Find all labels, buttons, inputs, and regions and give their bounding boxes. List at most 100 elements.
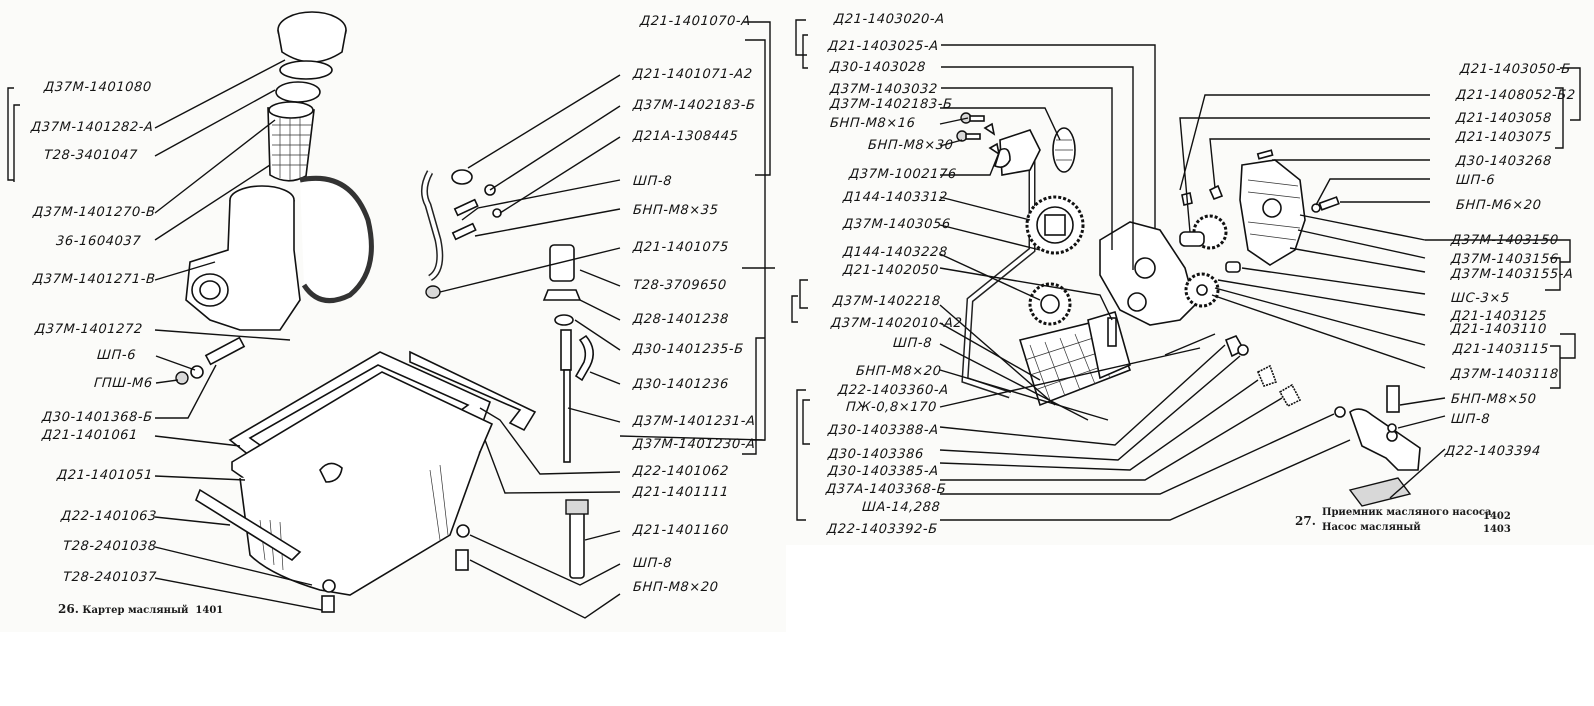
part-label: Д21-1401160 <box>632 523 730 538</box>
dipstick-assembly-part <box>542 244 594 463</box>
filler-cap-part <box>277 11 347 80</box>
part-label: Д21-1401071-А2 <box>632 67 754 82</box>
part-label: Д37М-1401230-А <box>632 437 757 452</box>
part-label: Д21-1401075 <box>632 240 730 255</box>
part-label: Д37М-1402183-Б <box>632 98 757 113</box>
part-label: Д37М-1403032 <box>829 82 939 97</box>
part-label: БНП-М8×30 <box>867 138 955 153</box>
part-label: БНП-М8×20 <box>632 580 720 595</box>
part-label: Д21-1403050-Б <box>1459 62 1572 77</box>
figure-title: Приемник масляного насоса <box>1322 507 1492 518</box>
part-label: Д21-1403075 <box>1455 130 1553 145</box>
filler-neck-part <box>185 185 301 331</box>
part-label: Д144-1403228 <box>842 245 949 260</box>
part-label: Д37М-1402010-А2 <box>830 316 963 331</box>
part-label: Д37М-1401282-А <box>30 120 155 135</box>
part-label: Д21-1403110 <box>1450 322 1548 337</box>
part-label: ШП-8 <box>632 556 673 571</box>
part-label: Д30-1403385-А <box>827 464 940 479</box>
part-label: Д37М-1401271-В <box>32 272 157 287</box>
strainer-part <box>267 81 321 182</box>
figure-26-caption: 26. Картер масляный 1401 <box>58 602 223 616</box>
part-label: 36-1604037 <box>55 234 142 249</box>
pump-body-part <box>1099 221 1196 347</box>
part-label: Д37М-1401272 <box>34 322 144 337</box>
part-label: Д21-1403020-А <box>833 12 946 27</box>
part-label: Д30-1401236 <box>632 377 730 392</box>
part-label: Д22-1403360-А <box>837 383 950 398</box>
part-label: Д30-1403028 <box>829 60 927 75</box>
part-label: Д28-1401238 <box>632 312 730 327</box>
part-label: Д22-1403392-Б <box>826 522 939 537</box>
part-label: ШП-6 <box>1455 173 1496 188</box>
part-label: Д37М-1403150 <box>1450 233 1560 248</box>
part-label: Д21-1403025-А <box>827 39 940 54</box>
part-label: Д37М-1403156 <box>1450 252 1560 267</box>
part-label: Д21-1408052-Б2 <box>1455 88 1577 103</box>
breather-part <box>455 499 589 579</box>
figure-27-illustration <box>791 19 1581 521</box>
part-label: ГПШ-М6 <box>93 376 154 391</box>
figure-title: Насос масляный <box>1322 522 1421 533</box>
figure-27-sheet <box>786 0 1594 545</box>
cover-fasteners <box>1311 196 1340 213</box>
figure-number: 26. <box>58 602 79 616</box>
part-label: Д37М-1403056 <box>842 217 952 232</box>
part-label: Д37М-1402218 <box>832 294 942 309</box>
part-label: Т28-3401047 <box>43 148 139 163</box>
screen-bolts <box>956 112 1011 168</box>
dipstick-tube-part <box>421 169 502 299</box>
part-label: Д21-1403058 <box>1455 111 1553 126</box>
part-label: Д144-1403312 <box>842 190 949 205</box>
part-label: ШП-6 <box>96 348 137 363</box>
part-label: БНП-М8×20 <box>855 364 943 379</box>
figure-number: 27. <box>1295 514 1316 528</box>
part-label: Д30-1401235-Б <box>632 342 745 357</box>
part-label: БНП-М8×50 <box>1450 392 1538 407</box>
part-label: Д37А-1403368-Б <box>825 482 947 497</box>
receiver-screen-part <box>1348 477 1412 507</box>
part-label: Д37М-1402183-Б <box>829 97 954 112</box>
part-label: Д37М-1403118 <box>1450 367 1560 382</box>
figure-group-code: 1403 <box>1483 524 1511 535</box>
part-label: Д30-1401368-Б <box>41 410 154 425</box>
part-label: ПЖ-0,8×170 <box>845 400 938 415</box>
part-label: Т28-3709650 <box>632 278 728 293</box>
part-label: Т28-2401037 <box>62 570 158 585</box>
part-label: Д22-1403394 <box>1444 444 1542 459</box>
pump-gears-part <box>1179 184 1241 308</box>
part-label: ШП-8 <box>892 336 933 351</box>
drive-gear-part <box>1025 195 1085 255</box>
figure-26-leader-lines <box>7 21 775 619</box>
part-label: Д21-1402050 <box>842 263 940 278</box>
figure-title: Картер масляный <box>82 605 189 616</box>
drain-plug-parts <box>321 579 336 613</box>
part-label: Д22-1401062 <box>632 464 730 479</box>
figure-group-code: 1401 <box>195 605 224 616</box>
pump-intake-screen-part <box>1018 311 1132 407</box>
part-label: ШП-8 <box>1450 412 1491 427</box>
figure-27-leader-lines <box>791 19 1581 521</box>
part-label: БНП-М8×35 <box>632 203 720 218</box>
part-label: Д37М-1401231-А <box>632 414 757 429</box>
part-label: Д21-1401111 <box>632 485 730 500</box>
oil-sump-pan-part <box>228 351 494 596</box>
pump-cover-part <box>1239 149 1306 266</box>
part-label: Д30-1403268 <box>1455 154 1553 169</box>
part-label: Д22-1401063 <box>60 509 158 524</box>
part-label: Д21-1401070-А <box>639 14 752 29</box>
part-label: Т28-2401038 <box>62 539 158 554</box>
figure-group-code: 1402 <box>1483 511 1511 522</box>
part-label: Д21-1403115 <box>1452 342 1550 357</box>
part-label: Д30-1403388-А <box>827 423 940 438</box>
pressure-valve-parts <box>1164 333 1346 418</box>
part-label: Д21-1401051 <box>56 468 154 483</box>
pump-screen-part <box>1052 127 1076 173</box>
part-label: Д37М-1401270-В <box>32 205 157 220</box>
part-label: ШП-8 <box>632 174 673 189</box>
part-label: БНП-М8×16 <box>829 116 917 131</box>
part-label: Д37М-1401080 <box>43 80 153 95</box>
oil-receiver-part <box>1349 385 1421 471</box>
